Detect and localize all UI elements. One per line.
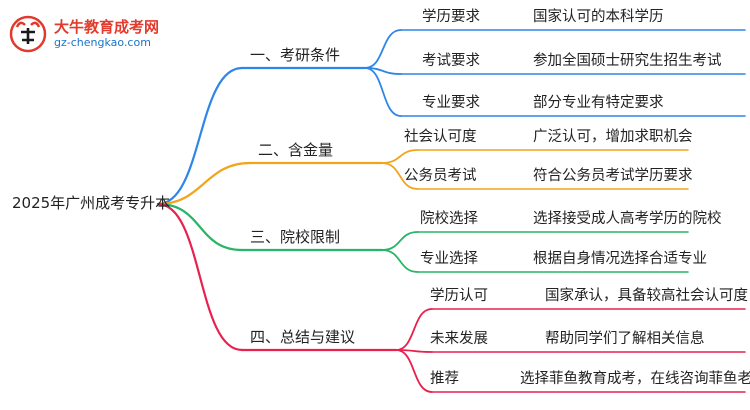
item-label: 未来发展 <box>430 331 488 347</box>
item-connector <box>395 349 433 393</box>
item-label: 学历认可 <box>430 288 488 304</box>
item-connector <box>381 231 419 251</box>
item-connector <box>364 29 402 69</box>
item-label: 公务员考试 <box>404 168 477 184</box>
item-label: 院校选择 <box>420 211 478 227</box>
item-value: 帮助同学们了解相关信息 <box>545 331 705 347</box>
root-branch-connector <box>156 202 244 252</box>
item-label: 专业要求 <box>422 95 480 111</box>
item-connector <box>364 67 402 117</box>
item-connector <box>381 162 419 190</box>
item-value: 选择接受成人高考学历的院校 <box>533 211 722 227</box>
item-value: 选择菲鱼教育成考，在线咨询菲鱼老师 <box>520 371 750 387</box>
item-label: 专业选择 <box>420 251 478 267</box>
bull-logo-icon <box>9 15 47 53</box>
branch-value: 二、含金量 <box>258 141 334 159</box>
item-value: 国家承认，具备较高社会认可度 <box>545 288 748 304</box>
branch-summary: 四、总结与建议 <box>250 328 356 346</box>
item-label: 考试要求 <box>422 53 480 69</box>
brand-url: gz-chengkao.com <box>54 36 151 49</box>
branch-exam-conditions: 一、考研条件 <box>250 46 341 64</box>
brand-logo: 大牛教育成考网 gz-chengkao.com <box>8 14 208 54</box>
item-value: 根据自身情况选择合适专业 <box>533 251 707 267</box>
item-connector <box>395 308 433 351</box>
item-label: 学历要求 <box>422 9 480 25</box>
item-connector <box>381 149 419 164</box>
item-value: 符合公务员考试学历要求 <box>533 168 693 184</box>
root-topic: 2025年广州成考专升本 <box>12 194 171 212</box>
root-branch-connector <box>156 202 244 352</box>
branch-school-limits: 三、院校限制 <box>250 228 341 246</box>
root-branch-connector <box>156 161 252 206</box>
item-value: 部分专业有特定要求 <box>533 95 664 111</box>
item-value: 参加全国硕士研究生招生考试 <box>533 53 722 69</box>
brand-title: 大牛教育成考网 <box>54 18 160 36</box>
item-connector <box>381 249 419 273</box>
item-label: 推荐 <box>430 371 459 387</box>
item-value: 国家认可的本科学历 <box>533 9 664 25</box>
item-value: 广泛认可，增加求职机会 <box>533 129 693 145</box>
item-label: 社会认可度 <box>404 129 477 145</box>
root-branch-connector <box>156 66 244 206</box>
